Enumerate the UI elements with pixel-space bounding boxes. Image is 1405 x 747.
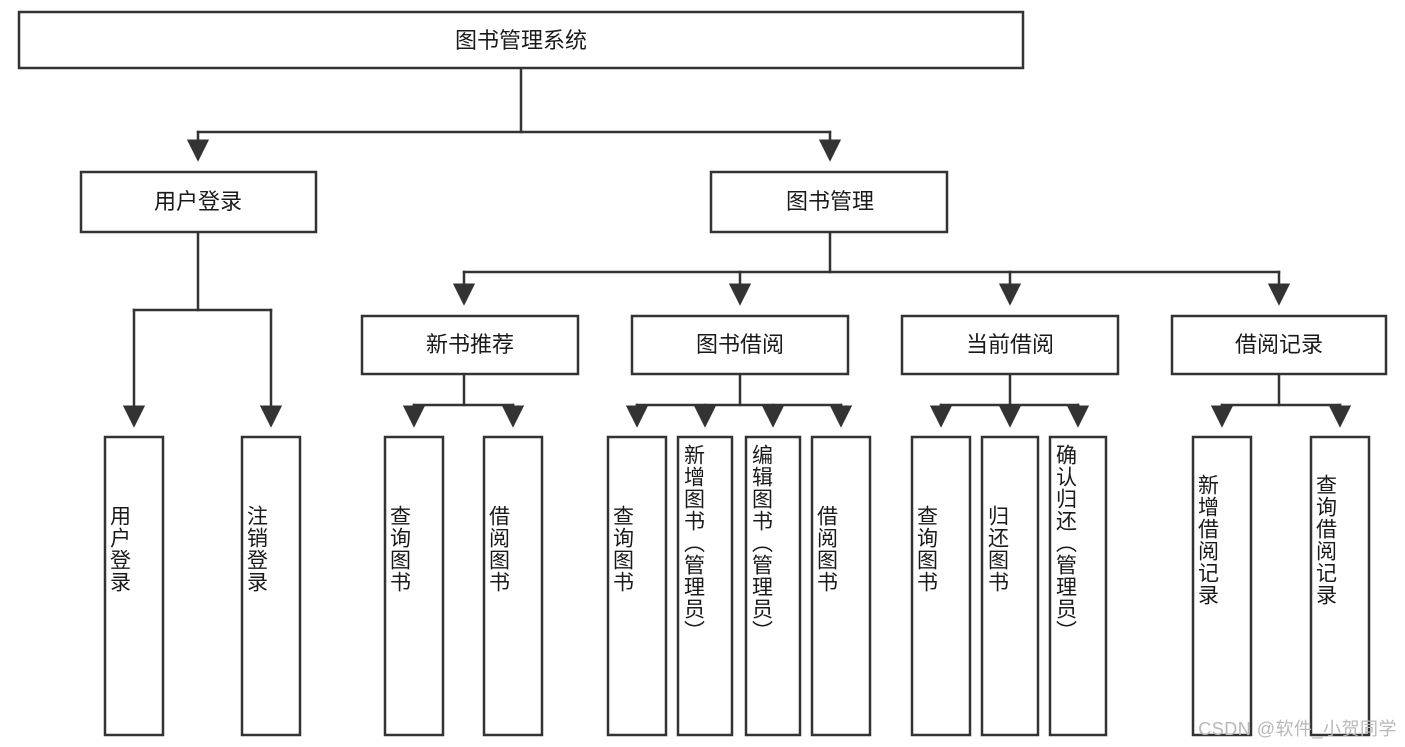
node-book-manage[interactable]: 图书管理 xyxy=(709,170,949,234)
node-book-manage-label: 图书管理 xyxy=(786,189,874,214)
leaf-box-query-book-2[interactable] xyxy=(606,435,668,737)
leaf-box-add-record[interactable] xyxy=(1191,435,1253,737)
connector-bookmanage-to-level3 xyxy=(452,230,1291,306)
connector-borrowrecord-to-leaves xyxy=(1210,372,1352,428)
connector-userlogin-to-leaves xyxy=(122,230,283,428)
leaf-box-user-login[interactable] xyxy=(103,435,165,737)
node-user-login[interactable]: 用户登录 xyxy=(79,170,318,234)
node-borrow-record-label: 借阅记录 xyxy=(1235,332,1323,357)
leaf-box-return-book[interactable] xyxy=(980,435,1040,737)
leaf-box-edit-book[interactable] xyxy=(744,435,802,737)
leaf-box-user-logout[interactable] xyxy=(240,435,302,737)
connector-bookborrow-to-leaves xyxy=(625,372,853,428)
connector-currentborrow-to-leaves xyxy=(929,372,1090,428)
csdn-watermark: CSDN @软件_小贺同学 xyxy=(1198,719,1397,739)
leaf-box-confirm-return[interactable] xyxy=(1048,435,1108,737)
node-new-book-recommend-label: 新书推荐 xyxy=(426,332,514,357)
node-new-book-recommend[interactable]: 新书推荐 xyxy=(360,314,580,376)
node-root-label: 图书管理系统 xyxy=(455,28,587,53)
node-borrow-record[interactable]: 借阅记录 xyxy=(1170,314,1388,376)
leaf-box-query-book-1[interactable] xyxy=(383,435,445,737)
leaf-box-query-book-3[interactable] xyxy=(910,435,972,737)
node-root[interactable]: 图书管理系统 xyxy=(17,10,1025,70)
node-current-borrow-label: 当前借阅 xyxy=(966,332,1054,357)
node-current-borrow[interactable]: 当前借阅 xyxy=(900,314,1120,376)
leaf-box-query-record[interactable] xyxy=(1309,435,1371,737)
connector-root-to-level2 xyxy=(186,66,842,162)
leaf-box-add-book[interactable] xyxy=(676,435,734,737)
node-user-login-label: 用户登录 xyxy=(154,189,242,214)
leaf-box-borrow-book-2[interactable] xyxy=(810,435,872,737)
node-book-borrow[interactable]: 图书借阅 xyxy=(630,314,850,376)
connector-newbook-to-leaves xyxy=(402,372,525,428)
node-book-borrow-label: 图书借阅 xyxy=(696,332,784,357)
leaf-box-borrow-book-1[interactable] xyxy=(482,435,544,737)
